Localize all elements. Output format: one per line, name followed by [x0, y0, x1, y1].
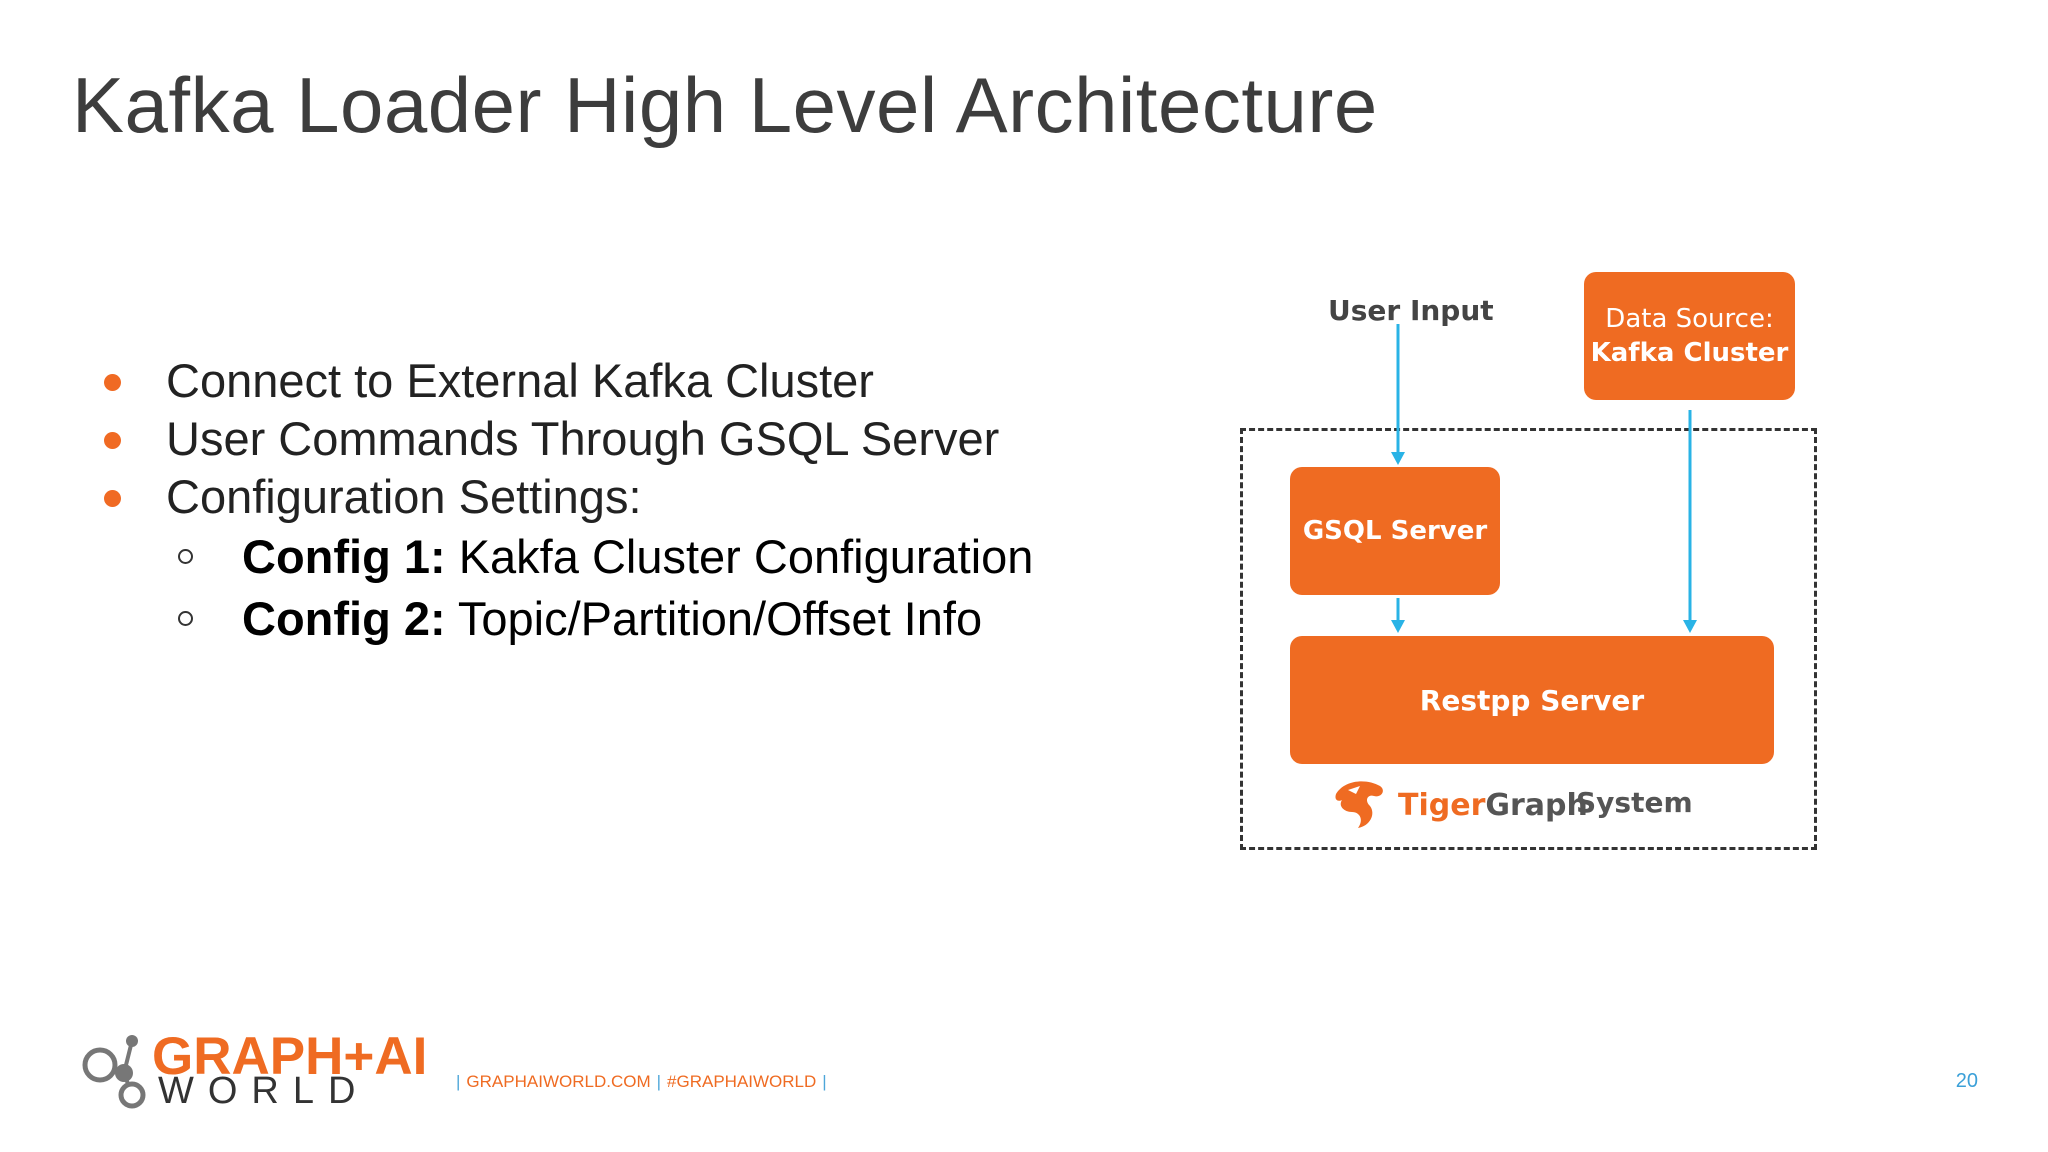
slide-title: Kafka Loader High Level Architecture [72, 61, 1378, 149]
arrow-user-to-gsql [1391, 324, 1405, 465]
graph-ai-world-logo-icon [82, 1035, 146, 1109]
footer-logo-subtitle: WORLD [158, 1070, 370, 1112]
data-source-label: Data Source: [1605, 304, 1774, 334]
bullet-circle-icon [178, 611, 193, 626]
footer-logo-title: GRAPH+AI [152, 1027, 428, 1086]
page-number: 20 [1955, 1070, 1978, 1092]
bullet-item: User Commands Through GSQL Server [100, 410, 1150, 468]
tigergraph-system-boundary [1240, 428, 1817, 850]
gsql-server-box: GSQL Server [1290, 467, 1500, 595]
user-input-label: User Input [1328, 294, 1494, 327]
restpp-server-box: Restpp Server [1290, 636, 1774, 764]
tigergraph-wordmark: TigerGraph [1398, 788, 1588, 823]
sub-bullet-item: Config 2: Topic/Partition/Offset Info [100, 588, 1150, 650]
sub-bullet-text: Kakfa Cluster Configuration [445, 530, 1034, 583]
arrow-gsql-to-restpp [1391, 598, 1405, 633]
restpp-server-label: Restpp Server [1419, 683, 1645, 717]
sub-bullet-item: Config 1: Kakfa Cluster Configuration [100, 526, 1150, 588]
sub-bullet-text: Topic/Partition/Offset Info [445, 592, 983, 645]
sub-bullet-label: Config 1: [242, 530, 446, 583]
bullet-item: Connect to External Kafka Cluster [100, 352, 1150, 410]
bullet-text: Connect to External Kafka Cluster [166, 354, 874, 407]
tigergraph-graph-text: Graph [1485, 788, 1588, 823]
gsql-server-label: GSQL Server [1302, 516, 1488, 546]
arrow-kafka-to-restpp [1683, 410, 1697, 633]
system-label: System [1576, 786, 1693, 819]
footer-url: GRAPHAIWORLD.COM [466, 1072, 651, 1091]
footer-hashtag: #GRAPHAIWORLD [667, 1072, 817, 1091]
sub-bullet-label: Config 2: [242, 592, 446, 645]
kafka-cluster-label: Kafka Cluster [1590, 338, 1789, 368]
bullet-dot-icon [104, 490, 121, 507]
bullet-circle-icon [178, 549, 193, 564]
bullet-dot-icon [104, 432, 121, 449]
footer-links: |GRAPHAIWORLD.COM|#GRAPHAIWORLD| [456, 1072, 827, 1091]
data-source-box: Data Source: Kafka Cluster [1584, 272, 1795, 400]
tigergraph-logo-icon [1335, 781, 1383, 828]
bullet-list: Connect to External Kafka Cluster User C… [100, 352, 1150, 650]
bullet-dot-icon [104, 374, 121, 391]
architecture-diagram: User Input Data Source: Kafka Cluster GS… [1230, 268, 1830, 858]
bullet-item: Configuration Settings: [100, 468, 1150, 526]
bullet-text: Configuration Settings: [166, 470, 642, 523]
tigergraph-tiger-text: Tiger [1398, 788, 1486, 823]
bullet-text: User Commands Through GSQL Server [166, 412, 1000, 465]
